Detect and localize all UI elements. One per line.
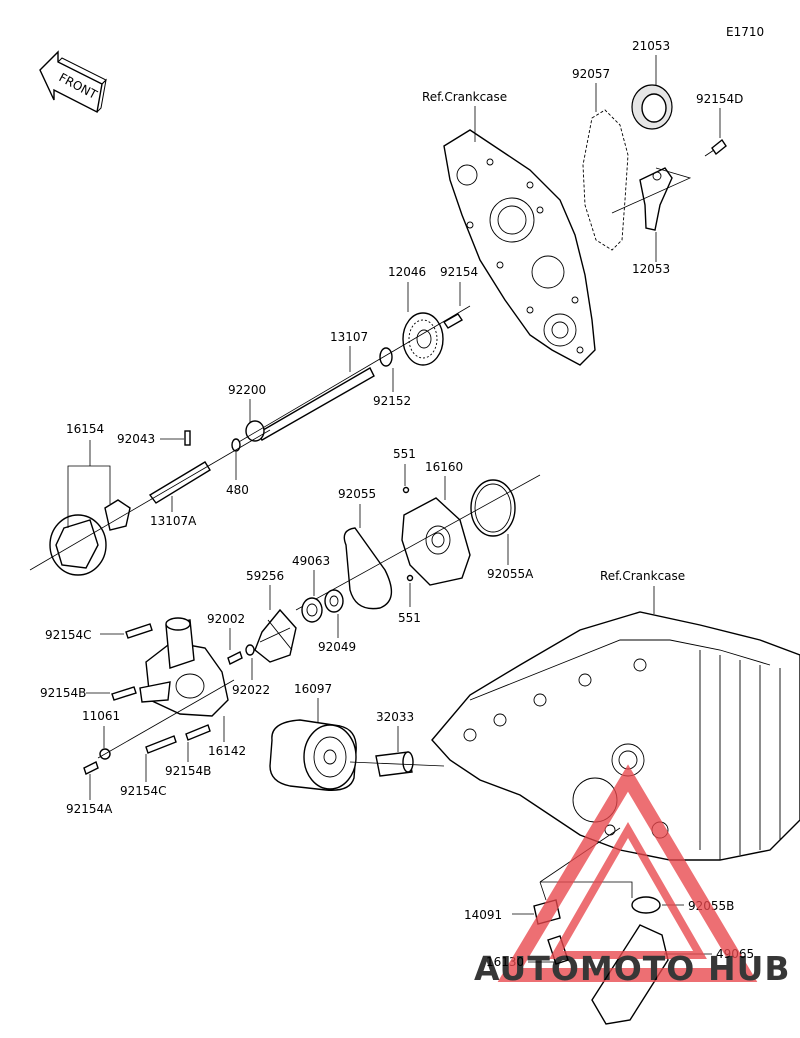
- part-92055: 92055: [338, 487, 376, 501]
- part-92022: 92022: [232, 683, 270, 697]
- part-92002: 92002: [207, 612, 245, 626]
- part-92154C: 92154C: [120, 784, 167, 798]
- part-92154A: 92154A: [66, 802, 113, 816]
- part-92152: 92152: [373, 394, 411, 408]
- part-92154: 92154: [440, 265, 478, 279]
- part-32033: 32033: [376, 710, 414, 724]
- part-13107: 13107: [330, 330, 368, 344]
- watermark-inner-triangle-icon: [549, 821, 707, 959]
- ref-crankcase-label-bottom: Ref.Crankcase: [600, 569, 685, 583]
- crankcase-cover: [443, 129, 596, 366]
- watermark-logo: AUTOMOTO HUB: [474, 764, 791, 988]
- watermark-word-right: HUB: [708, 949, 791, 988]
- part-92154B: 92154B: [165, 764, 211, 778]
- part-92057: 92057: [572, 67, 610, 81]
- part-11061: 11061: [82, 709, 120, 723]
- part-12046: 12046: [388, 265, 426, 279]
- part-49063: 49063: [292, 554, 330, 568]
- ref-crankcase-label-top: Ref.Crankcase: [422, 90, 507, 104]
- part-16154: 16154: [66, 422, 104, 436]
- part-16142: 16142: [208, 744, 246, 758]
- part-480: 480: [226, 483, 249, 497]
- diagram-code: E1710: [726, 25, 764, 39]
- crankcase-lower: [431, 611, 800, 861]
- part-551-top: 551: [393, 447, 416, 461]
- watermark-word-left: AUTOMOTO: [474, 949, 695, 988]
- part-14091: 14091: [464, 908, 502, 922]
- part-551-bottom: 551: [398, 611, 421, 625]
- part-59256: 59256: [246, 569, 284, 583]
- part-92043: 92043: [117, 432, 155, 446]
- part-16160: 16160: [425, 460, 463, 474]
- part-92049: 92049: [318, 640, 356, 654]
- part-92154D: 92154D: [696, 92, 743, 106]
- part-92055A: 92055A: [487, 567, 534, 581]
- part-13107A: 13107A: [150, 514, 197, 528]
- part-12053: 12053: [632, 262, 670, 276]
- part-92154C-top: 92154C: [45, 628, 92, 642]
- front-arrow-icon: FRONT: [39, 50, 107, 114]
- part-21053: 21053: [632, 39, 670, 53]
- part-92154B-left: 92154B: [40, 686, 86, 700]
- part-16097: 16097: [294, 682, 332, 696]
- watermark-triangle-icon: [497, 764, 758, 982]
- part-92200: 92200: [228, 383, 266, 397]
